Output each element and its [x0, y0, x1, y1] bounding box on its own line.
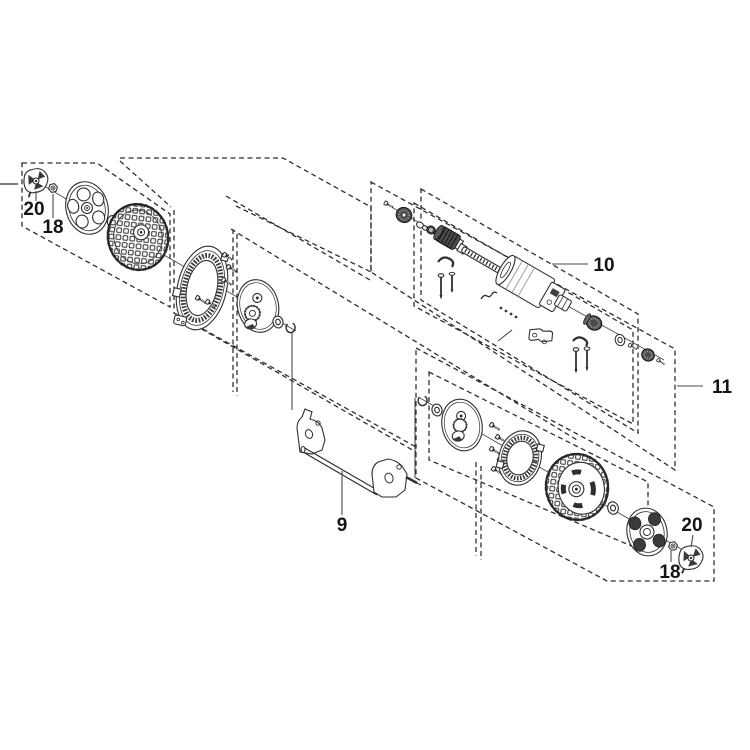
output-screw-2 [655, 357, 667, 367]
callout-20-right[interactable]: 20 [681, 515, 702, 536]
spring-clip [480, 291, 498, 300]
ring-gear-right [495, 430, 545, 486]
output-gear-1 [583, 313, 603, 331]
locknut-left [47, 182, 59, 194]
callouts: 20 18 10 11 9 20 18 [23, 191, 732, 583]
group-box-middle-inner-lines [225, 195, 578, 441]
tire-left [106, 202, 170, 272]
worm-gear [433, 225, 465, 251]
group-box-left-tire [120, 157, 372, 272]
callout-20-left[interactable]: 20 [23, 199, 44, 220]
bracket-left [296, 408, 326, 455]
callout-9[interactable]: 9 [337, 515, 348, 536]
axle-bar [300, 445, 380, 496]
group-box-motor-inner [413, 201, 634, 426]
ball-set [499, 306, 518, 319]
axle-bracket-assembly [296, 408, 422, 498]
group-box-top-left [21, 162, 171, 309]
wheel-assembly-top-left [20, 165, 296, 334]
screw-shaft-end [382, 199, 395, 210]
callout-11[interactable]: 11 [712, 377, 733, 398]
group-box-11 [370, 180, 676, 472]
group-box-bottom-right-outer [415, 346, 715, 582]
wheel-cover-left [65, 181, 109, 235]
ring-gear-left [171, 245, 230, 331]
output-gear-2 [641, 348, 655, 362]
cable-clamp-2 [572, 336, 591, 375]
callout-10[interactable]: 10 [593, 255, 614, 276]
cable-clamp-1 [437, 256, 456, 301]
motor-drive-assembly [382, 199, 667, 375]
washer-outer-right [605, 500, 621, 516]
drive-pulley [395, 206, 413, 224]
gear-plate-left [236, 279, 280, 333]
bracket-right [371, 458, 408, 498]
wheel-cover-right [626, 507, 668, 557]
output-washer [613, 332, 627, 348]
mount-bracket-clip [528, 328, 554, 345]
tire-right [544, 452, 610, 522]
motor-coupler [554, 294, 572, 312]
bracket-bolt [405, 475, 422, 486]
callout-18-left[interactable]: 18 [42, 217, 63, 238]
group-boxes [0, 157, 715, 582]
group-box-10 [420, 187, 639, 435]
leader-20-right [690, 534, 694, 548]
wheel-assembly-bottom-right [417, 395, 707, 575]
group-box-middle-left-edge [119, 160, 417, 453]
gear-plate-right [441, 398, 483, 452]
small-parts-leader [497, 329, 513, 342]
callout-18-right[interactable]: 18 [659, 562, 680, 583]
